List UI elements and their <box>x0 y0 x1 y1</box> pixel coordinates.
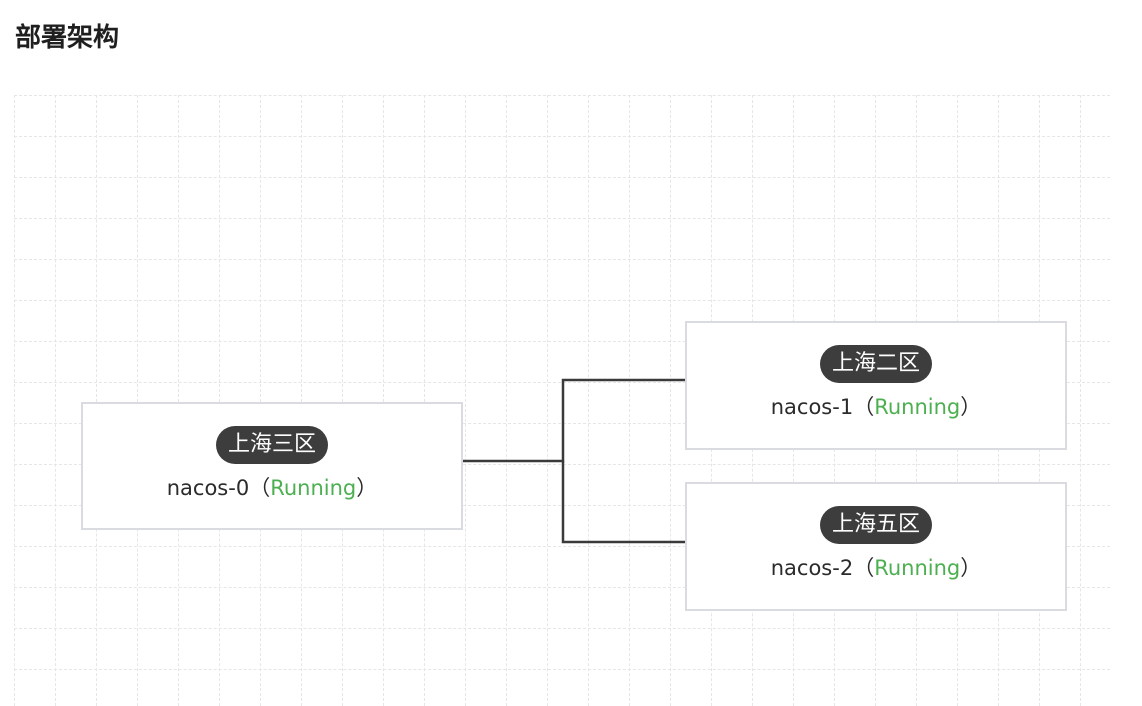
status-text: Running <box>874 556 961 580</box>
grid-line-vertical <box>301 95 302 706</box>
grid-line-vertical <box>96 95 97 706</box>
grid-line-vertical <box>547 95 548 706</box>
grid-line-horizontal <box>14 341 1110 342</box>
paren-open: （ <box>853 556 875 580</box>
grid-line-horizontal <box>14 136 1110 137</box>
node-nacos-0[interactable]: 上海三区 nacos-0（Running） <box>81 402 463 530</box>
grid-line-vertical <box>424 95 425 706</box>
page-title: 部署架构 <box>15 23 120 53</box>
grid-line-vertical <box>178 95 179 706</box>
node-label: nacos-1（Running） <box>687 392 1065 422</box>
grid-line-vertical <box>506 95 507 706</box>
grid-line-horizontal <box>14 95 1110 96</box>
grid-line-vertical <box>465 95 466 706</box>
node-nacos-2[interactable]: 上海五区 nacos-2（Running） <box>685 482 1067 611</box>
grid-line-vertical <box>629 95 630 706</box>
grid-line-horizontal <box>14 669 1110 670</box>
paren-close: ） <box>960 395 982 419</box>
grid-line-horizontal <box>14 218 1110 219</box>
grid-line-vertical <box>260 95 261 706</box>
node-nacos-1[interactable]: 上海二区 nacos-1（Running） <box>685 321 1067 450</box>
grid-line-vertical <box>342 95 343 706</box>
node-name: nacos-2 <box>770 556 854 580</box>
grid-line-vertical <box>14 95 15 706</box>
zone-badge: 上海二区 <box>819 345 932 383</box>
grid-line-vertical <box>670 95 671 706</box>
node-name: nacos-1 <box>770 395 854 419</box>
paren-open: （ <box>249 476 271 500</box>
paren-open: （ <box>853 395 875 419</box>
grid-line-vertical <box>137 95 138 706</box>
zone-badge: 上海五区 <box>819 506 932 544</box>
grid-line-horizontal <box>14 177 1110 178</box>
grid-line-horizontal <box>14 259 1110 260</box>
grid-line-vertical <box>219 95 220 706</box>
grid-line-horizontal <box>14 546 1110 547</box>
grid-line-horizontal <box>14 628 1110 629</box>
node-label: nacos-0（Running） <box>83 473 461 503</box>
node-name: nacos-0 <box>166 476 250 500</box>
zone-badge: 上海三区 <box>215 426 328 464</box>
node-label: nacos-2（Running） <box>687 553 1065 583</box>
grid-line-vertical <box>55 95 56 706</box>
grid-line-vertical <box>588 95 589 706</box>
paren-close: ） <box>960 556 982 580</box>
status-text: Running <box>874 395 961 419</box>
grid-line-horizontal <box>14 300 1110 301</box>
grid-line-horizontal <box>14 587 1110 588</box>
grid-line-vertical <box>1080 95 1081 706</box>
status-text: Running <box>270 476 357 500</box>
paren-close: ） <box>356 476 378 500</box>
grid-line-vertical <box>383 95 384 706</box>
